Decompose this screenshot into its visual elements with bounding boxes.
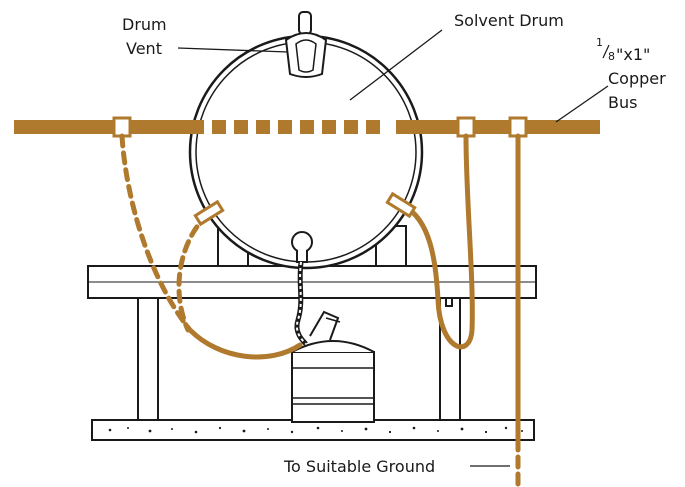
wire-drum-left <box>176 211 211 333</box>
fraction-slash <box>602 44 610 59</box>
copper-bus <box>14 120 600 134</box>
safety-can <box>291 310 375 423</box>
drum-vent <box>284 11 328 78</box>
label-bus-bus: Bus <box>608 93 637 112</box>
leader-copper-bus <box>555 85 609 123</box>
label-solvent-drum: Solvent Drum <box>454 11 564 30</box>
drum-faucet <box>291 231 313 263</box>
label-bus-frac-den: 8 <box>608 50 615 63</box>
wire-bus-to-can <box>119 133 193 333</box>
bonding-wires <box>119 133 521 487</box>
rack-notch <box>445 298 453 307</box>
rack-leg-right <box>439 297 461 421</box>
leader-lines <box>177 29 609 467</box>
fill-hose <box>294 261 308 346</box>
label-drum-vent-2: Vent <box>126 39 162 58</box>
label-bus-size: "x1" <box>616 45 650 64</box>
label-drum-vent-1: Drum <box>122 15 167 34</box>
floor-texture <box>108 426 523 434</box>
leader-solvent-drum <box>349 29 443 101</box>
rack-leg-left <box>137 297 159 421</box>
label-bus-frac-num: 1 <box>596 36 603 49</box>
bus-clamps <box>112 116 528 138</box>
label-ground: To Suitable Ground <box>283 457 435 476</box>
label-bus-copper: Copper <box>608 69 666 88</box>
wire-drum-right <box>401 133 475 350</box>
leader-drum-vent <box>177 47 289 53</box>
drum-clips <box>193 191 417 227</box>
